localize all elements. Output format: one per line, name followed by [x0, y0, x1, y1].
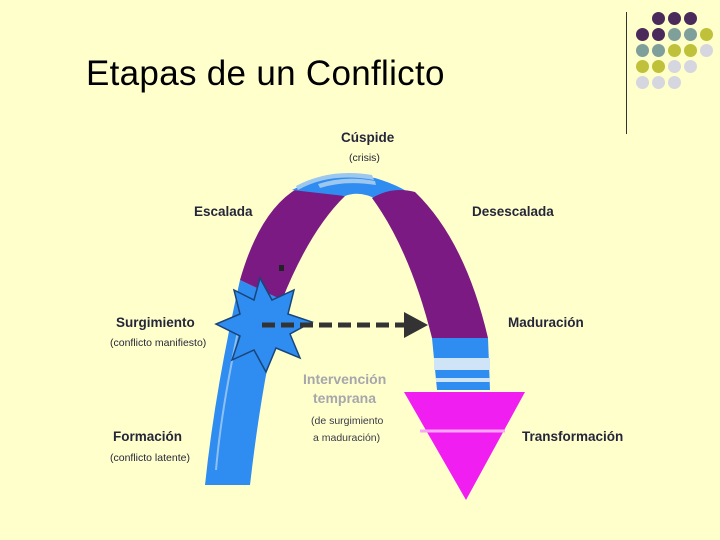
stage-sub-formacion: (conflicto latente) — [110, 452, 190, 464]
decorative-dot — [684, 28, 697, 41]
decorative-dot — [668, 60, 681, 73]
slide-title: Etapas de un Conflicto — [86, 54, 445, 93]
peak-band-stripe-2 — [318, 178, 376, 188]
de-escalation-band — [372, 190, 488, 338]
early-intervention-arrowhead-icon — [404, 312, 428, 338]
peak-band — [292, 175, 408, 200]
stage-label-maduracion: Maduración — [508, 315, 584, 330]
intervention-sub-line2: a maduración) — [313, 432, 380, 444]
intervention-sub-line1: (de surgimiento — [311, 415, 384, 427]
stage-label-surgimiento: Surgimiento — [116, 315, 195, 330]
stage-label-escalada: Escalada — [194, 204, 253, 219]
stage-label-cuspide: Cúspide — [341, 130, 395, 145]
decorative-dot — [668, 44, 681, 57]
decorative-dot — [668, 28, 681, 41]
decorative-dot — [652, 44, 665, 57]
stage-label-transformacion: Transformación — [522, 429, 623, 444]
transformation-arrowhead — [404, 392, 525, 500]
decorative-dot — [684, 60, 697, 73]
decorative-dot — [684, 12, 697, 25]
decorative-dot — [700, 28, 713, 41]
decorative-dot — [652, 76, 665, 89]
stage-label-desescalada: Desescalada — [472, 204, 554, 219]
peak-band-stripe-1 — [296, 173, 374, 190]
title-divider — [626, 12, 627, 134]
intervention-label-line1: Intervención — [303, 371, 386, 387]
decorative-dot — [652, 60, 665, 73]
stage-sub-cuspide: (crisis) — [349, 152, 380, 164]
decorative-dot — [652, 12, 665, 25]
decorative-dot — [684, 44, 697, 57]
maturation-band-stripe — [434, 358, 490, 370]
decorative-dot — [652, 28, 665, 41]
stage-sub-surgimiento: (conflicto manifiesto) — [110, 337, 206, 349]
decorative-dot — [636, 44, 649, 57]
emergence-marker-icon — [279, 265, 284, 271]
decorative-dot — [636, 60, 649, 73]
maturation-band-stripe-2 — [436, 378, 490, 382]
decorative-dot-grid — [630, 10, 720, 120]
intervention-label-line2: temprana — [313, 390, 376, 406]
stage-label-formacion: Formación — [113, 429, 182, 444]
decorative-dot — [668, 12, 681, 25]
decorative-dot — [636, 76, 649, 89]
escalation-band — [240, 188, 345, 300]
decorative-dot — [636, 28, 649, 41]
decorative-dot — [700, 44, 713, 57]
decorative-dot — [668, 76, 681, 89]
